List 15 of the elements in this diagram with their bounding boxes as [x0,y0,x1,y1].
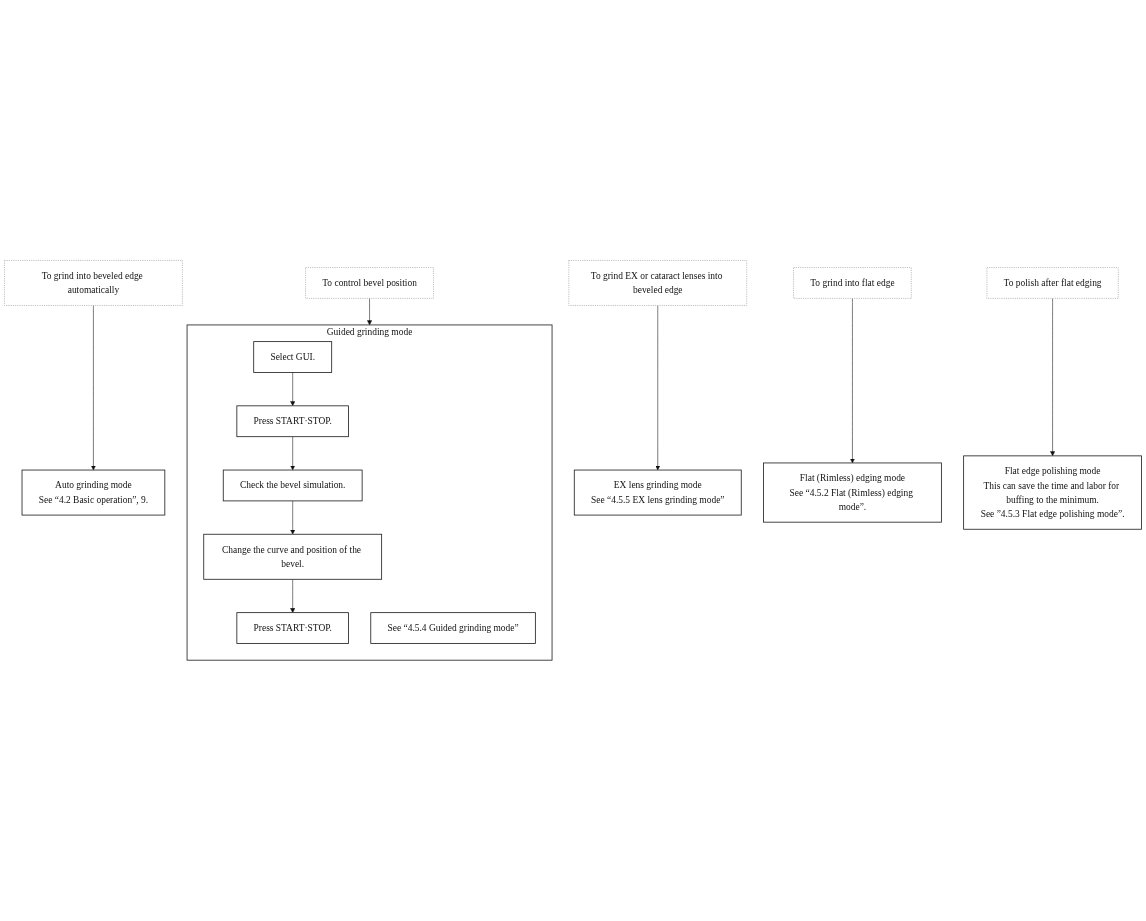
node-box: EX lens grinding mode See “4.5.5 EX lens grinding mode” [573,469,742,516]
node-box: Select GUI. [253,341,333,374]
node-box: Check the bevel simulation. [222,469,363,502]
node-box: To polish after flat edging [986,267,1119,299]
node-box: To grind EX or cataract lenses into beveled edge [568,260,747,306]
node-box: Change the curve and position of the bevel. [203,534,383,580]
node-box: Flat edge polishing mode This can save the time and labor for buffing to the minimum. See ”4.5.3 Flat edge polishing mode”. [963,455,1142,530]
node-box: Auto grinding mode See “4.2 Basic operation”, 9. [21,469,166,516]
node-box: To control bevel position [305,267,434,299]
node-box: Flat (Rimless) edging mode See “4.5.2 Flat (Rimless) edging mode”. [763,462,942,523]
node-box: To grind into flat edge [793,267,912,299]
node-box: See “4.5.4 Guided grinding mode” [370,612,536,645]
node-box: Press START·STOP. [236,612,349,645]
node-box: To grind into beveled edge automatically [4,260,183,306]
node-box: Press START·STOP. [236,405,349,438]
